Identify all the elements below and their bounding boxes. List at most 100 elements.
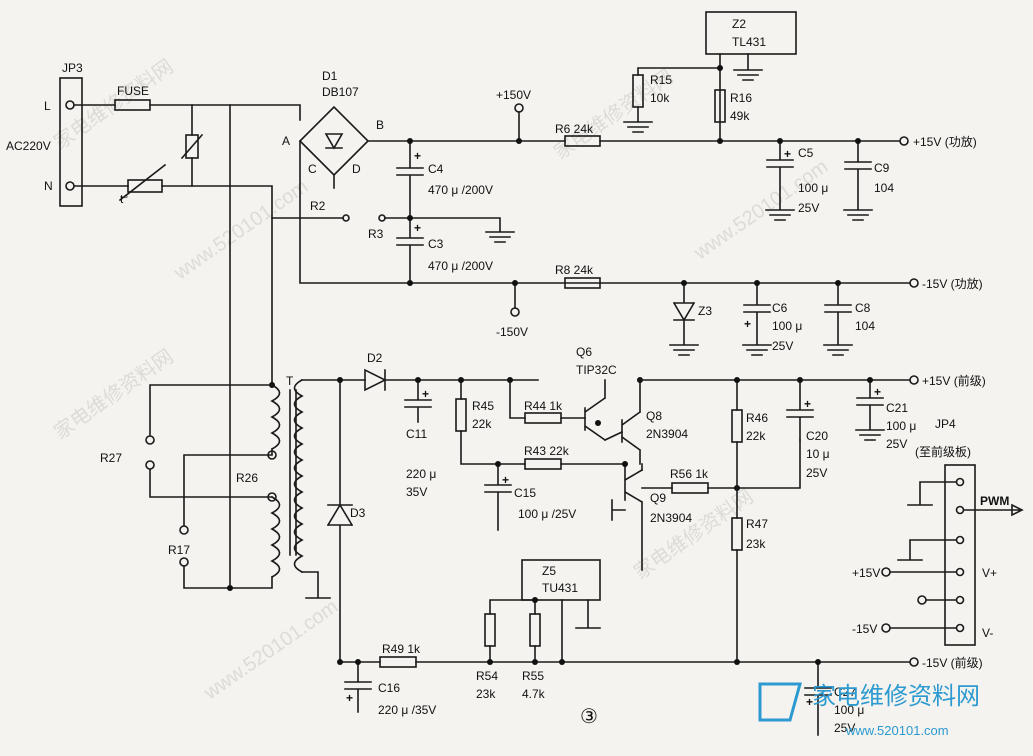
label-d3: D3 [350, 506, 366, 520]
label-minus15v-pre: -15V (前级) [922, 655, 983, 670]
svg-text:+: + [414, 149, 421, 163]
label-b: B [376, 118, 384, 132]
label-r45: R45 [472, 399, 494, 413]
label-r47v: 23k [746, 537, 766, 551]
label-vplus: V+ [982, 566, 997, 580]
figure-number: ③ [580, 706, 598, 728]
svg-text:+: + [874, 385, 881, 399]
label-c21b: 25V [886, 437, 907, 451]
site-logo: 家电维修资料网 www.520101.com [758, 682, 980, 738]
label-jp3: JP3 [62, 61, 83, 75]
label-r46v: 22k [746, 429, 766, 443]
label-r26: R26 [236, 471, 258, 485]
label-r3: R3 [368, 227, 384, 241]
label-minus15v: -15V [852, 622, 877, 636]
label-c3v: 470 μ /200V [428, 259, 493, 273]
label-z3: Z3 [698, 304, 712, 318]
label-c: C [308, 162, 317, 176]
watermark: www.520101.com [169, 176, 312, 285]
label-tip32c: TIP32C [576, 363, 617, 377]
label-c21a: 100 μ [886, 419, 916, 433]
label-c11b: 35V [406, 485, 427, 499]
svg-text:+: + [784, 147, 791, 161]
logo-text: 家电维修资料网 [812, 683, 980, 710]
label-r56: R56 1k [670, 467, 709, 481]
svg-text:+: + [422, 387, 429, 401]
label-r54: R54 [476, 669, 498, 683]
label-db107: DB107 [322, 85, 359, 99]
label-c9: C9 [874, 161, 890, 175]
label-tl431: TL431 [732, 35, 766, 49]
logo-url: www.520101.com [845, 723, 949, 738]
label-r6: R6 24k [555, 122, 594, 136]
label-q6: Q6 [576, 345, 592, 359]
label-tu431: TU431 [542, 581, 578, 595]
transistor-q9: Q9 2N3904 [623, 463, 692, 571]
svg-text:+: + [744, 317, 751, 331]
svg-text:+: + [414, 221, 421, 235]
label-c4: C4 [428, 162, 444, 176]
label-c8v: 104 [855, 319, 875, 333]
watermark: 家电维修资料网 [50, 345, 178, 444]
label-l: L [44, 99, 51, 113]
label-c5: C5 [798, 146, 814, 160]
label-c11: C11 [406, 427, 427, 441]
fuse [114, 99, 151, 111]
bridge-rectifier-d1: D1 DB107 A B C D [282, 69, 384, 177]
label-r43: R43 22k [524, 444, 570, 458]
label-c11a: 220 μ [406, 467, 436, 481]
label-minus150v: -150V [496, 325, 528, 339]
transistor-q6: Q6 TIP32C [576, 345, 617, 442]
label-c6b: 25V [772, 339, 793, 353]
label-plus15v: +15V [852, 566, 880, 580]
svg-text:+: + [804, 397, 811, 411]
label-c5b: 25V [798, 201, 819, 215]
label-plus15v-amp: +15V (功放) [913, 134, 977, 149]
label-r8: R8 24k [555, 263, 594, 277]
label-z2: Z2 [732, 17, 746, 31]
label-vminus: V- [982, 626, 993, 640]
label-r17: R17 [168, 543, 190, 557]
label-d1: D1 [322, 69, 338, 83]
resistor-r6 [564, 135, 601, 147]
label-plus15v-pre: +15V (前级) [922, 373, 986, 388]
label-jp4: JP4 [935, 417, 956, 431]
label-pwm: PWM [980, 494, 1009, 508]
label-r15v: 10k [650, 91, 670, 105]
label-c16v: 220 μ /35V [378, 703, 436, 717]
label-a: A [282, 134, 290, 148]
label-c27a: 100 μ [834, 703, 864, 717]
label-r27: R27 [100, 451, 122, 465]
label-r15: R15 [650, 73, 672, 87]
label-q8t: 2N3904 [646, 427, 688, 441]
label-c15v: 100 μ /25V [518, 507, 576, 521]
label-r46: R46 [746, 411, 768, 425]
label-d2: D2 [367, 351, 383, 365]
resistor-r8 [564, 277, 601, 289]
label-fuse: FUSE [117, 84, 149, 98]
label-r47: R47 [746, 517, 768, 531]
label-c27b: 25V [834, 721, 855, 735]
label-r54v: 23k [476, 687, 496, 701]
label-c16: C16 [378, 681, 400, 695]
svg-text:+: + [502, 473, 509, 487]
label-plus150v: +150V [496, 88, 531, 102]
svg-text:+: + [346, 691, 353, 705]
label-c20: C20 [806, 429, 828, 443]
watermark: www.520101.com [199, 596, 342, 705]
label-c9v: 104 [874, 181, 894, 195]
z5-tu431 [521, 559, 601, 601]
label-r2: R2 [310, 199, 326, 213]
label-c27: C27 [834, 685, 856, 699]
label-c8: C8 [855, 301, 871, 315]
label-z5: Z5 [542, 564, 556, 578]
label-r16: R16 [730, 91, 752, 105]
svg-text:+: + [806, 695, 813, 709]
label-c3: C3 [428, 237, 444, 251]
label-c6a: 100 μ [772, 319, 802, 333]
label-c5a: 100 μ [798, 181, 828, 195]
z2-tl431 [705, 11, 797, 55]
label-q9t: 2N3904 [650, 511, 692, 525]
